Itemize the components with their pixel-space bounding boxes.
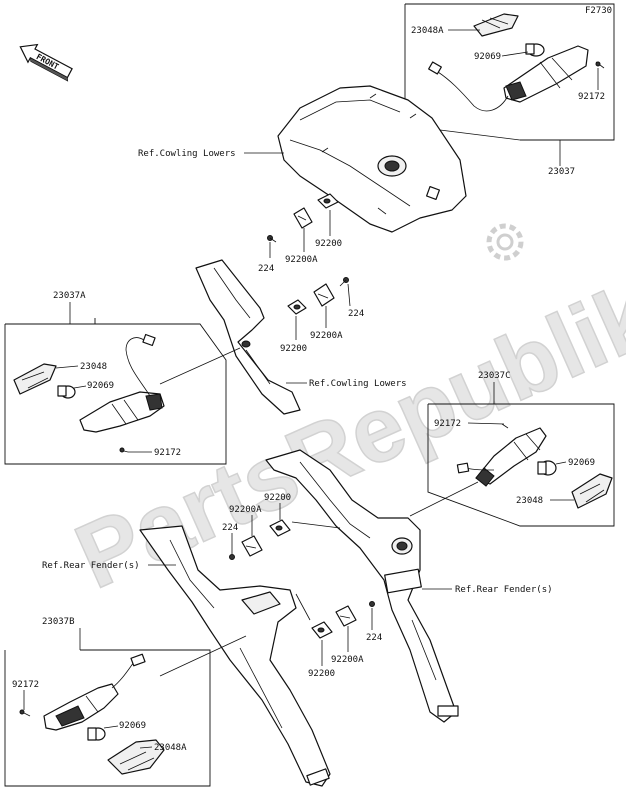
label-ref-rear-fender-2: Ref.Rear Fender(s) [455,585,553,595]
connector-right [456,462,470,474]
label-92069-top: 92069 [474,52,501,62]
wire-top [437,71,509,112]
turn-signal-lens-23048a-top [473,13,519,37]
label-92200a-1: 92200A [285,255,318,265]
wire-left [125,337,151,397]
label-92200-1: 92200 [315,239,342,249]
screw-92172-bottom-head [19,709,25,715]
leader-92069-bottom [103,725,119,729]
screw-92172-left-head [119,447,125,453]
screw-224-1-shaft [269,237,277,243]
turn-signal-lens-23048-left [13,363,57,395]
label-23048a-bottom: 23048A [154,743,187,753]
screw-92172-top-head [595,61,601,67]
label-92069-left: 92069 [87,381,114,391]
label-92172-bottom: 92172 [12,680,39,690]
leader-23048a-bottom [139,746,153,749]
label-92172-right: 92172 [434,419,461,429]
label-ref-rear-fender-1: Ref.Rear Fender(s) [42,561,140,571]
bulb-92069-top [525,43,545,57]
turn-signal-lens-23048-right [571,473,613,509]
cowling-lowers-upper [277,85,467,233]
label-92200-3: 92200 [264,493,291,503]
box-23037-edge [405,3,615,141]
label-92172-left: 92172 [154,448,181,458]
label-23048a-top: 23048A [411,26,444,36]
clip-92200a-4 [335,605,357,627]
box-23037b [4,649,211,787]
bulb-92069-bottom [87,727,106,741]
clip-92200a-1 [293,207,313,229]
leader-23048-left [55,365,79,369]
leader-box-23037b-link [159,635,247,677]
leader-fastener-link-2 [295,593,311,621]
label-92069-bottom: 92069 [119,721,146,731]
turn-signal-lens-23048a-bottom [107,739,165,775]
screw-224-4 [369,601,375,607]
label-224-1: 224 [258,264,274,274]
leader-box-23037a-link [159,347,241,385]
label-224-4: 224 [366,633,382,643]
rear-fender-left [139,525,331,787]
label-ref-cowling-lowers-1: Ref.Cowling Lowers [138,149,236,159]
label-92200a-2: 92200A [310,331,343,341]
front-arrow-icon: FRONT [19,43,73,82]
nut-92200-3 [269,519,291,537]
label-23048-left: 23048 [80,362,107,372]
gear-icon [486,223,524,261]
label-224-3: 224 [222,523,238,533]
leader-92069-right [555,461,567,465]
leader-224-2 [347,283,351,307]
clip-92200a-2 [313,283,335,307]
label-92200-2: 92200 [280,344,307,354]
label-92200a-4: 92200A [331,655,364,665]
turn-signal-housing-top [503,45,589,103]
label-23048-right: 23048 [516,496,543,506]
rear-fender-right [265,449,459,723]
leader-92069-top [501,51,529,57]
wire-bottom [111,661,135,689]
box-23037c [427,403,615,527]
label-92200a-3: 92200A [229,505,262,515]
connector-left [142,333,156,347]
leader-92069-left [73,385,87,389]
screw-224-3 [229,554,235,560]
label-92172-top: 92172 [578,92,605,102]
leader-92172-right [467,422,505,425]
diagram-code: F2730 [585,6,612,16]
box-23037a-edge [4,323,227,465]
cowling-lowers-middle [195,259,301,415]
box-23037a [5,318,96,325]
connector-top [428,61,442,75]
nut-92200-1 [317,193,339,209]
label-92069-right: 92069 [568,458,595,468]
bulb-92069-right [537,460,557,476]
label-23037c: 23037C [478,371,511,381]
leader-fastener-link [291,521,341,529]
label-92200-4: 92200 [308,669,335,679]
nut-92200-2 [287,299,307,315]
turn-signal-housing-left [79,391,165,433]
connector-bottom [130,653,146,667]
leader-box-23037 [439,129,521,141]
turn-signal-housing-bottom [43,683,119,731]
label-23037a: 23037A [53,291,86,301]
label-224-2: 224 [348,309,364,319]
screw-92172-right [501,423,509,429]
leader-box-23037c-link [409,481,479,517]
clip-92200a-3 [241,535,263,557]
label-23037: 23037 [548,167,575,177]
nut-92200-4 [311,621,333,639]
screw-224-2-shaft [339,279,347,287]
bulb-92069-left [57,385,76,399]
label-ref-cowling-lowers-2: Ref.Cowling Lowers [309,379,407,389]
label-23037b: 23037B [42,617,75,627]
